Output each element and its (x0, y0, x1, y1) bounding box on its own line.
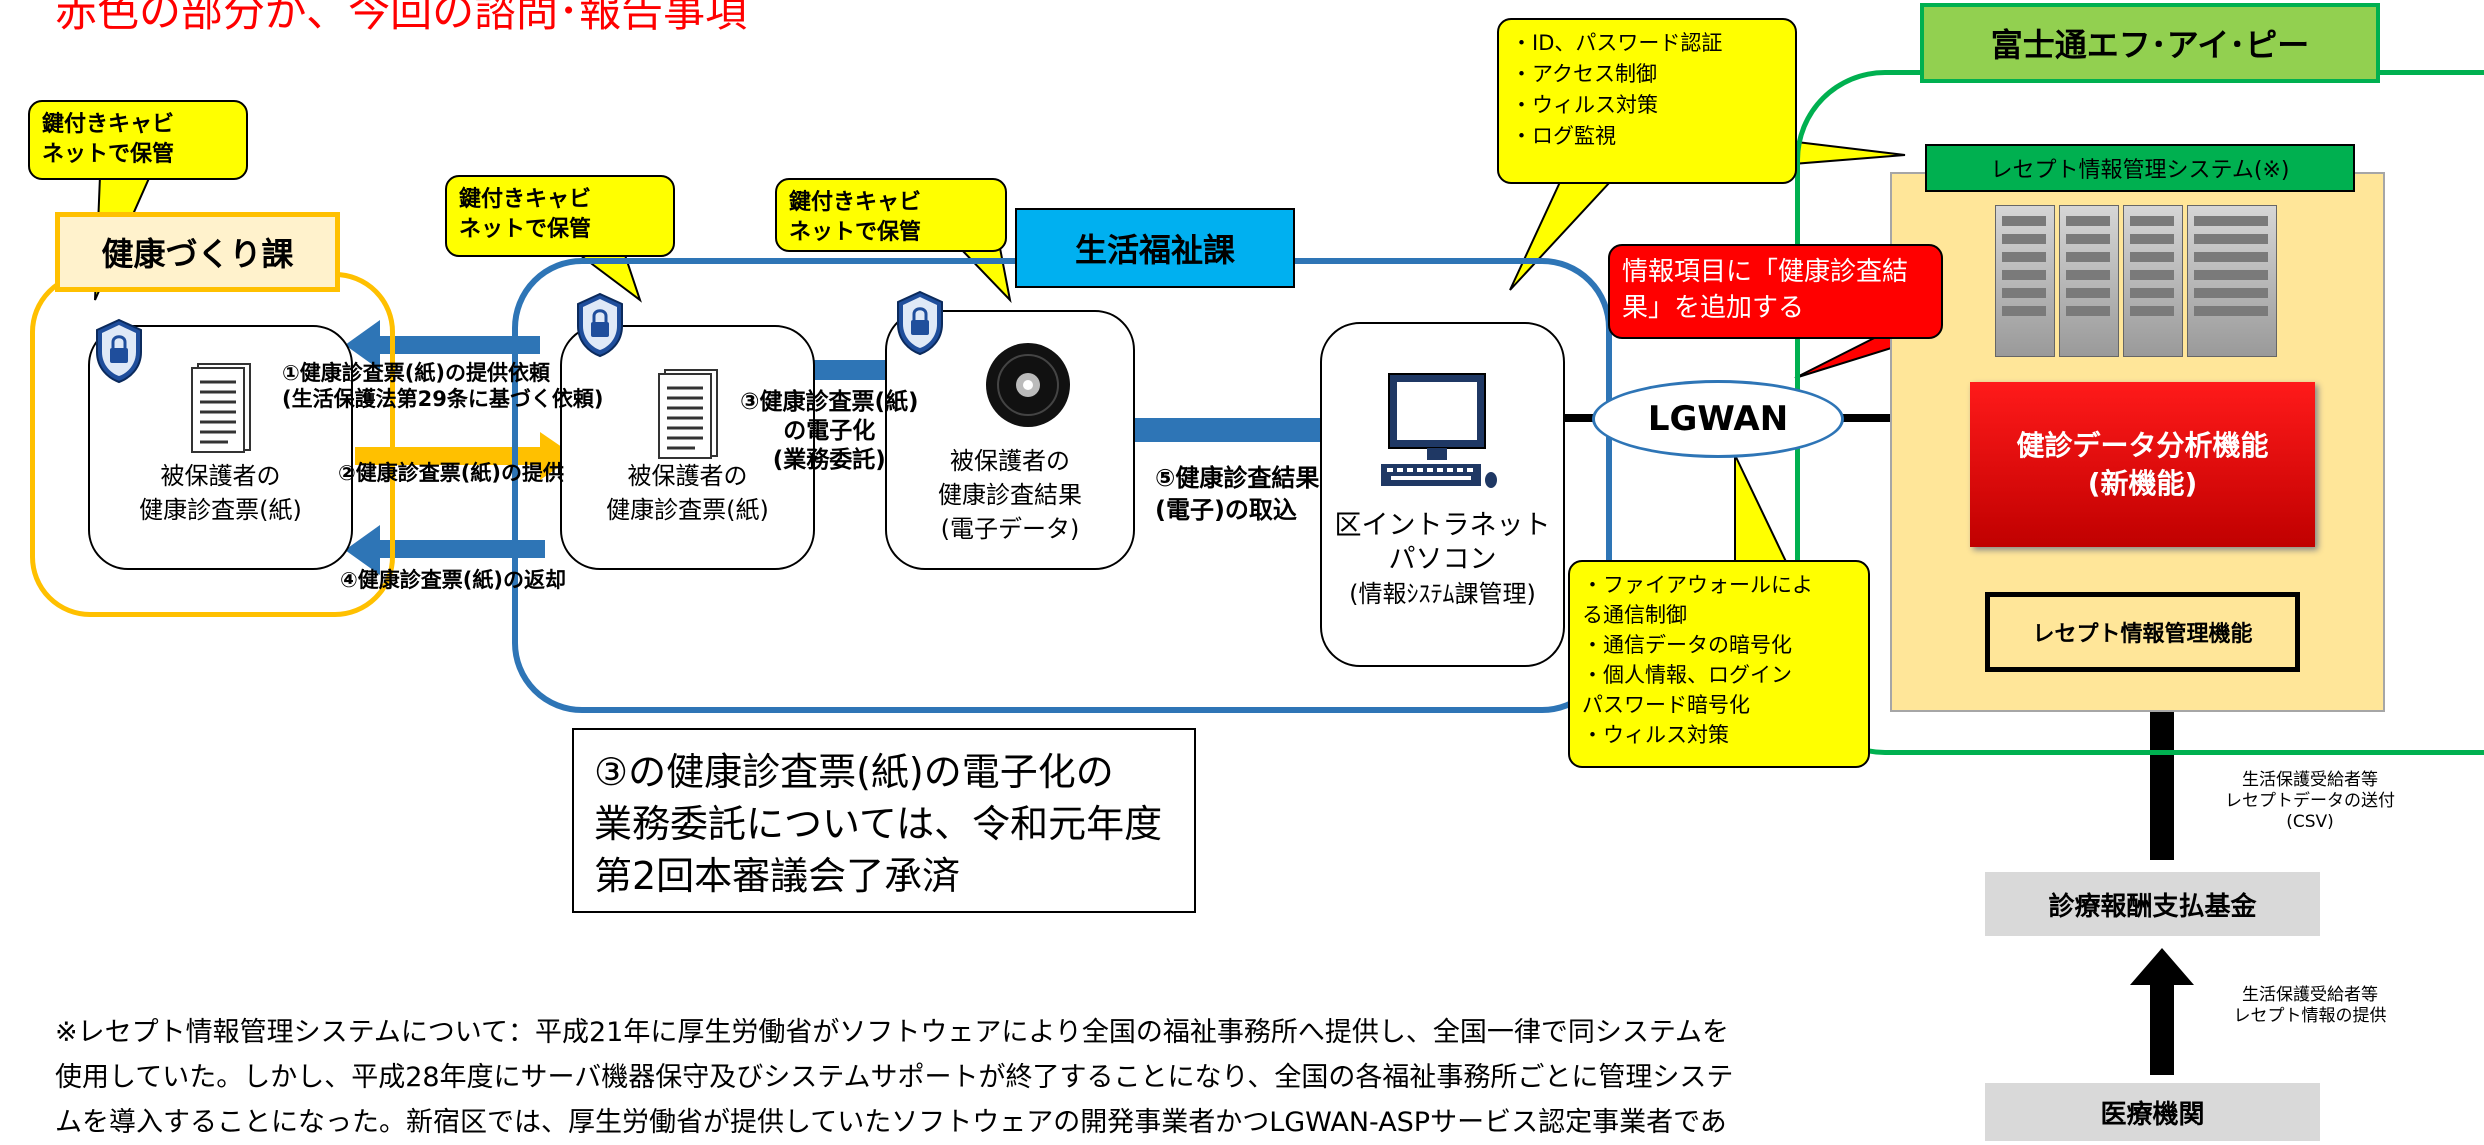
callout-tail-lgwan (1734, 454, 1792, 571)
fujitsu-group-label: 富士通エフ･アイ･ピー (1920, 3, 2380, 83)
arrow-fund-to-system (2130, 672, 2194, 860)
new-function-line1: 健診データ分析機能 (2016, 428, 2269, 462)
step5-label: ⑤健康診査結果 (電子)の取込 (1155, 464, 1320, 524)
fund-box: 診療報酬支払基金 (1985, 872, 2320, 936)
receipt-system-label: レセプト情報管理システム(※) (1925, 144, 2355, 192)
lgwan-cloud: LGWAN (1592, 380, 1844, 458)
data-label: 被保護者の 健康診査結果 (電子データ) (938, 447, 1082, 543)
flow-note-upper: 生活保護受給者等 レセプトデータの送付 (CSV) (2225, 770, 2395, 832)
arrow-step4-return (345, 525, 545, 575)
step3-label: ③健康診査票(紙) の電子化 (業務委託) (740, 389, 919, 473)
callout-security-top: ・ID、パスワード認証 ・アクセス制御 ・ウィルス対策 ・ログ監視 (1497, 18, 1797, 184)
step4-label: ④健康診査票(紙)の返却 (340, 568, 566, 592)
receipt-function-box: レセプト情報管理機能 (1985, 592, 2300, 672)
shield-lock-icon (96, 318, 142, 384)
doc2-label: 被保護者の 健康診査票(紙) (606, 462, 769, 524)
arrow-step2-provide (355, 432, 575, 480)
step2-label: ②健康診査票(紙)の提供 (338, 461, 564, 485)
shield-lock-icon (897, 290, 943, 356)
medical-box: 医療機関 (1985, 1083, 2320, 1141)
kenkou-group-label: 健康づくり課 (55, 212, 340, 292)
new-function-box: 健診データ分析機能 (新機能) (1970, 382, 2315, 547)
document-icon (658, 369, 718, 459)
arrow-step1-request (345, 320, 540, 370)
step1-label: ①健康診査票(紙)の提供依頼 (生活保護法第29条に基づく依頼) (282, 361, 604, 411)
arrow-step5-import (1103, 395, 1398, 465)
pc-label: 区イントラネット パソコン (情報ｼｽﾃﾑ課管理) (1334, 510, 1551, 608)
callout-cabinet-seikatsu-doc: 鍵付きキャビ ネットで保管 (445, 175, 675, 257)
page-title: 赤色の部分が、今回の諮問･報告事項 (55, 0, 748, 36)
computer-icon (1381, 373, 1497, 488)
seikatsu-group-label: 生活福祉課 (1015, 208, 1295, 288)
callout-cabinet-data: 鍵付きキャビ ネットで保管 (775, 178, 1007, 252)
footnote: ※レセプト情報管理システムについて：平成21年に厚生労働省がソフトウェアにより全… (55, 1017, 1734, 1138)
cd-disc-icon (986, 343, 1070, 427)
document-icon (191, 363, 251, 453)
arrow-step3-digitize (752, 343, 955, 397)
callout-cabinet-kenkou: 鍵付きキャビ ネットで保管 (28, 100, 248, 180)
shield-lock-icon (577, 292, 623, 358)
callout-add-health-item: 情報項目に「健康診査結 果」を追加する (1608, 244, 1943, 339)
doc1-label: 被保護者の 健康診査票(紙) (139, 462, 302, 524)
flow-note-lower: 生活保護受給者等 レセプト情報の提供 (2233, 985, 2387, 1026)
approval-note: ③の健康診査票(紙)の電子化の 業務委託については、令和元年度 第2回本審議会了… (572, 728, 1196, 913)
callout-security-lgwan: ・ファイアウォールによ る通信制御 ・通信データの暗号化 ・個人情報、ログイン … (1568, 560, 1870, 768)
arrow-medical-to-fund (2130, 948, 2194, 1075)
server-rack-icon (1995, 205, 2280, 365)
new-function-line2: (新機能) (2087, 466, 2198, 500)
